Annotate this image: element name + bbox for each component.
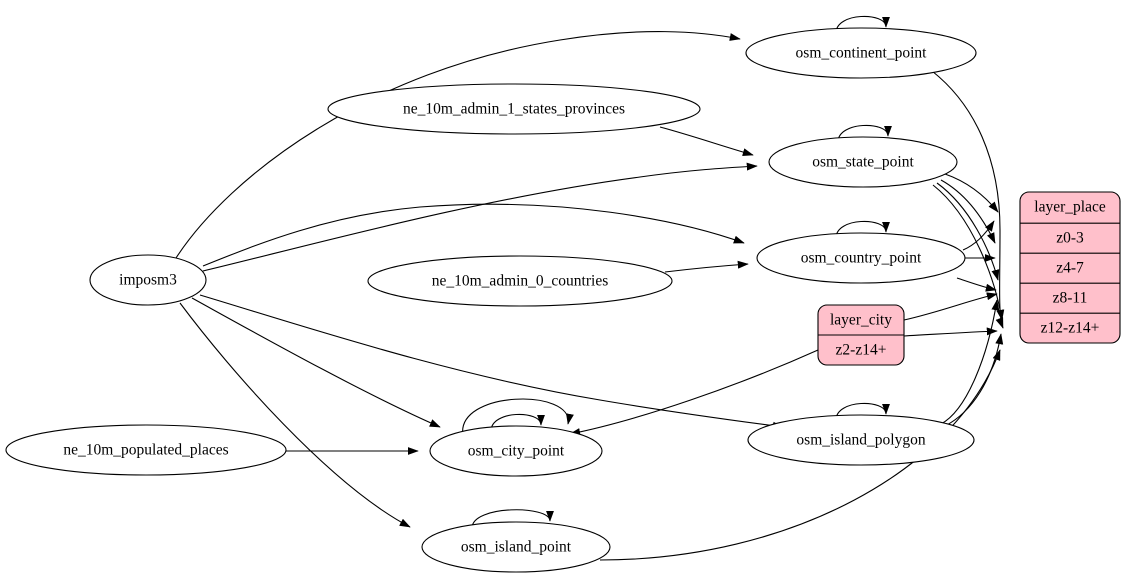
- edge-osm_state_point-to-layer_place-z0-3: [944, 173, 999, 213]
- node-layer: imposm3 ne_10m_admin_1_states_provinces …: [5, 27, 1121, 573]
- node-osm_state_point-label: osm_state_point: [812, 154, 914, 171]
- node-osm_island_point[interactable]: osm_island_point: [421, 521, 611, 573]
- node-ne_10m_admin_1_states_provinces[interactable]: ne_10m_admin_1_states_provinces: [327, 83, 701, 135]
- edge-layer_city-to-layer_place-z12: [903, 327, 998, 337]
- edge-osm_country_point-to-layer_place-z8-11: [956, 277, 997, 292]
- node-osm_continent_point[interactable]: osm_continent_point: [745, 27, 977, 79]
- edge-imposm3-to-osm_continent_point: [175, 31, 741, 259]
- node-layer_place[interactable]: layer_place z0-3 z4-7 z8-11 z12-z14+: [1019, 191, 1121, 344]
- self-loop-osm_country_point: [835, 220, 890, 239]
- edge-imposm3-to-osm_island_polygon: [199, 294, 784, 430]
- layer_place-row-z12-z14plus[interactable]: z12-z14+: [1041, 320, 1100, 337]
- node-ne_countries-label: ne_10m_admin_0_countries: [432, 273, 609, 290]
- self-loop-osm_island_polygon: [835, 402, 890, 421]
- node-osm_continent_point-label: osm_continent_point: [796, 45, 928, 62]
- node-ne_states-label: ne_10m_admin_1_states_provinces: [403, 101, 625, 118]
- edge-osm_island_polygon-to-layer_place-z8-11: [940, 299, 1000, 425]
- edge-imposm3-to-osm_island_point: [179, 302, 411, 528]
- edge-layer: [175, 15, 1005, 561]
- edge-imposm3-to-osm_country_point: [202, 203, 745, 267]
- node-osm_state_point[interactable]: osm_state_point: [768, 136, 958, 188]
- node-ne_10m_populated_places[interactable]: ne_10m_populated_places: [5, 424, 287, 476]
- node-imposm3[interactable]: imposm3: [89, 254, 207, 306]
- self-loop-osm_city_point-inner: [490, 413, 545, 432]
- edge-osm_state_point-to-layer_place-z8-11: [936, 182, 1000, 281]
- edge-ne_countries-to-osm_country_point: [664, 260, 749, 273]
- layer_city-row-header: layer_city: [830, 312, 892, 329]
- node-osm_country_point-label: osm_country_point: [801, 250, 922, 267]
- layer_place-row-z4-7[interactable]: z4-7: [1056, 260, 1084, 277]
- node-osm_island_point-label: osm_island_point: [461, 539, 572, 556]
- edge-osm_country_point-to-layer_place-z0-3: [962, 220, 995, 251]
- layer_place-row-header: layer_place: [1034, 199, 1106, 216]
- node-layer_city[interactable]: layer_city z2-z14+: [817, 304, 905, 366]
- node-ne_populated-label: ne_10m_populated_places: [63, 442, 228, 459]
- layer_place-row-z0-3[interactable]: z0-3: [1056, 230, 1084, 247]
- edge-imposm3-to-osm_city_point: [191, 297, 441, 428]
- layer_city-row-z2-z14plus[interactable]: z2-z14+: [836, 342, 887, 359]
- node-osm_island_polygon-label: osm_island_polygon: [796, 432, 925, 449]
- node-imposm3-label: imposm3: [119, 272, 177, 289]
- self-loop-osm_city_point-outer: [462, 398, 574, 437]
- node-osm_city_point[interactable]: osm_city_point: [429, 425, 603, 477]
- edge-osm_island_point-to-layer_place-z12: [599, 349, 1001, 561]
- node-osm_country_point[interactable]: osm_country_point: [756, 232, 966, 284]
- self-loop-osm_state_point: [837, 124, 892, 143]
- edge-osm_island_polygon-to-layer_place-z12: [944, 333, 1004, 427]
- node-osm_city_point-label: osm_city_point: [468, 443, 565, 460]
- self-loop-osm_island_point: [471, 509, 554, 529]
- node-ne_10m_admin_0_countries[interactable]: ne_10m_admin_0_countries: [367, 255, 673, 307]
- edge-ne_states-to-osm_state_point: [659, 126, 754, 156]
- edge-osm_state_point-to-layer_place-z4-7: [940, 179, 996, 244]
- edge-layer_city-to-osm_city_point: [569, 349, 819, 436]
- edge-imposm3-to-osm_state_point: [202, 162, 758, 272]
- edge-layer_city-to-layer_place-z8-11: [903, 292, 998, 321]
- node-osm_island_polygon[interactable]: osm_island_polygon: [747, 414, 975, 466]
- layer_place-row-z8-11[interactable]: z8-11: [1053, 290, 1088, 307]
- self-loop-osm_continent_point: [835, 15, 890, 34]
